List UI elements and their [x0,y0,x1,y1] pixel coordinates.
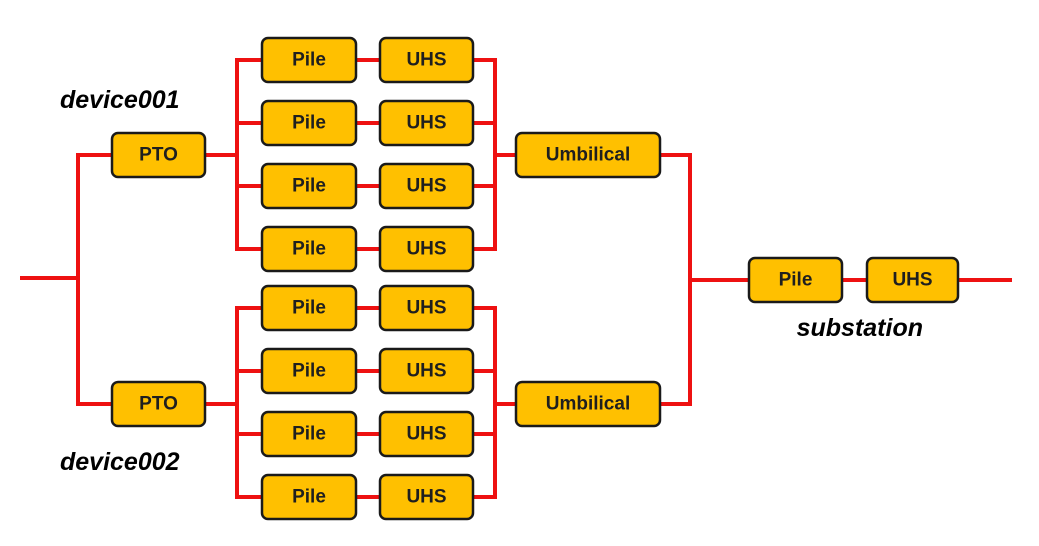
block-label: Pile [292,424,326,445]
device001-string-1: Pile UHS [260,36,475,84]
block-label: Pile [292,239,326,260]
block-label: Umbilical [546,145,630,166]
uhs-block: UHS [378,284,475,332]
block-label: UHS [406,50,446,71]
device002-pto-block: PTO [110,380,207,428]
block-label: UHS [406,176,446,197]
device001-string-2: Pile UHS [260,99,475,147]
block-label: Pile [292,50,326,71]
block-label: PTO [139,145,178,166]
device002-umbilical-block: Umbilical [514,380,662,428]
block-label: UHS [406,424,446,445]
block-label: Pile [779,270,813,291]
substation-uhs-block: UHS [865,256,960,304]
block-label: UHS [406,298,446,319]
device002-string-1: Pile UHS [260,284,475,332]
block-label: Umbilical [546,394,630,415]
uhs-block: UHS [378,99,475,147]
device001-group: PTO Pile UHS Pile UHS [110,36,662,273]
block-label: Pile [292,176,326,197]
device002-string-4: Pile UHS [260,473,475,521]
device001-pto-block: PTO [110,131,207,179]
pile-block: Pile [260,36,358,84]
uhs-block: UHS [378,410,475,458]
uhs-block: UHS [378,162,475,210]
connector-wires [20,58,1012,499]
device002-string-2: Pile UHS [260,347,475,395]
block-label: Pile [292,113,326,134]
block-label: Pile [292,361,326,382]
pile-block: Pile [260,410,358,458]
device001-string-3: Pile UHS [260,162,475,210]
uhs-block: UHS [378,347,475,395]
substation-pile-block: Pile [747,256,844,304]
device001-label: device001 [60,86,180,114]
pile-block: Pile [260,284,358,332]
uhs-block: UHS [378,36,475,84]
block-label: PTO [139,394,178,415]
pile-block: Pile [260,99,358,147]
device001-string-4: Pile UHS [260,225,475,273]
pile-block: Pile [260,473,358,521]
pile-block: Pile [260,225,358,273]
block-label: UHS [406,113,446,134]
uhs-block: UHS [378,473,475,521]
block-label: Pile [292,487,326,508]
block-label: UHS [892,270,932,291]
block-label: Pile [292,298,326,319]
device002-string-3: Pile UHS [260,410,475,458]
substation-label: substation [797,314,923,342]
block-label: UHS [406,361,446,382]
pile-block: Pile [260,162,358,210]
block-label: UHS [406,239,446,260]
block-label: UHS [406,487,446,508]
device001-umbilical-block: Umbilical [514,131,662,179]
pile-block: Pile [260,347,358,395]
device002-label: device002 [60,448,180,476]
device002-group: PTO Pile UHS Pile UHS [110,284,662,521]
uhs-block: UHS [378,225,475,273]
substation-group: Pile UHS [747,256,960,304]
